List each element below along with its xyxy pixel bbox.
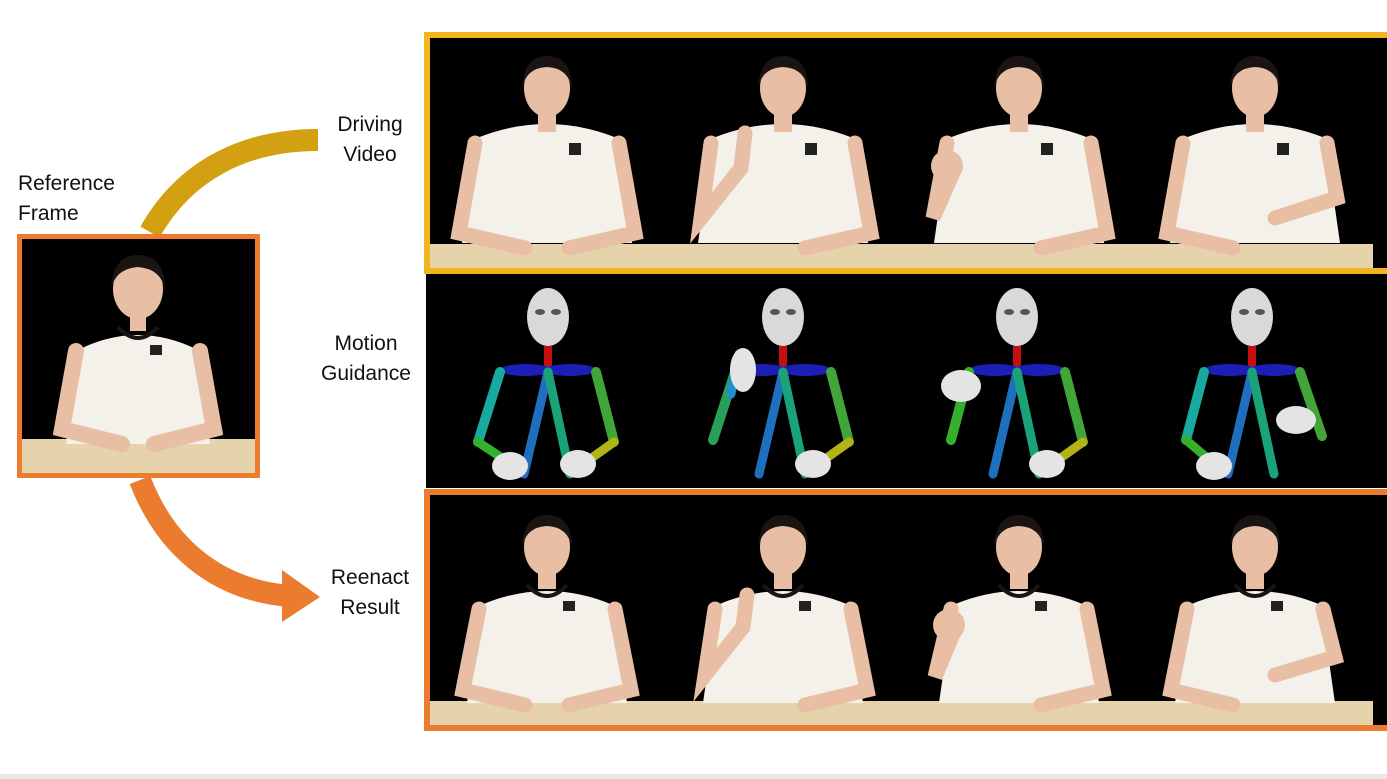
- reenact-arrow-head: [282, 570, 320, 622]
- bottom-divider: [0, 774, 1387, 779]
- reference-frame-image: [17, 234, 260, 478]
- reenact-arrow-shaft: [129, 475, 292, 607]
- driving-arrow: [140, 129, 319, 238]
- driving-video-label: Driving Video: [337, 113, 403, 166]
- reenact-result-strip: [424, 489, 1387, 731]
- driving-video-strip: [424, 32, 1387, 274]
- motion-guidance-label: Motion Guidance: [321, 332, 411, 385]
- reference-frame-label: Reference Frame: [18, 172, 115, 225]
- reenact-result-label: Reenact Result: [330, 566, 410, 619]
- motion-guidance-strip: [426, 274, 1387, 488]
